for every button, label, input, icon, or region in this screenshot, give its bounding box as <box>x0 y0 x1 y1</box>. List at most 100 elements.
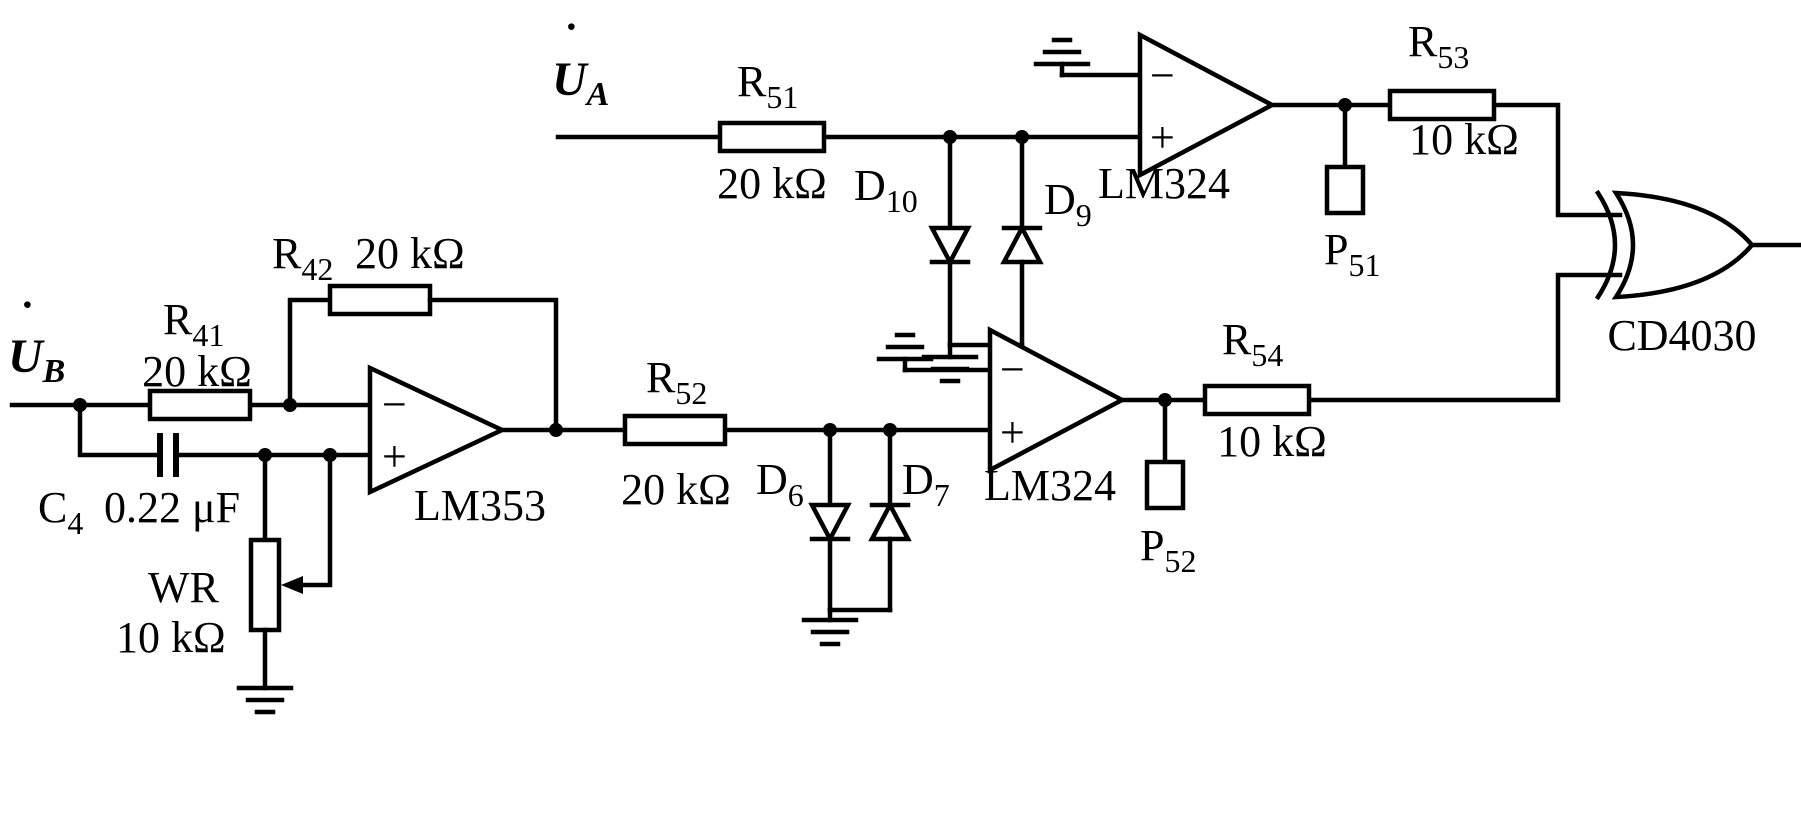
opamp-a-body <box>1137 31 1277 179</box>
resistor-r41: R41 20 kΩ <box>142 295 253 422</box>
lm353-minus-sign: − <box>382 380 407 429</box>
xor-body <box>1611 190 1755 300</box>
d7-name: D <box>902 455 934 504</box>
potentiometer-wr: WR 10 kΩ <box>116 448 337 715</box>
r41-sub: 41 <box>192 317 224 353</box>
resistor-r54: R54 10 kΩ <box>1202 315 1327 466</box>
r42-sub: 42 <box>301 251 333 287</box>
wr-wiper-arrow <box>281 576 303 594</box>
opamp-b-plus-sign: + <box>1000 408 1025 457</box>
ub-dot: ˙ <box>20 293 35 342</box>
xor-gate-cd4030: CD4030 <box>1594 189 1801 360</box>
ua-dot: ˙ <box>564 15 579 64</box>
label-lm353: LM353 <box>414 481 546 530</box>
resistor-r53: R53 10 kΩ <box>1387 17 1519 164</box>
p51-body <box>1324 164 1366 216</box>
label-ua: UA <box>552 53 609 113</box>
feedback-r42: R42 20 kΩ <box>272 229 559 433</box>
r41-body <box>147 388 253 422</box>
wr-wiper-wire <box>296 452 333 588</box>
label-r41-value: 20 kΩ <box>142 347 252 396</box>
ground-opamp-a <box>1033 37 1143 78</box>
label-cd4030: CD4030 <box>1607 311 1756 360</box>
r53-body <box>1387 88 1497 122</box>
label-r51-value: 20 kΩ <box>717 159 827 208</box>
connector-p52: P52 <box>1140 397 1196 579</box>
lm353-body <box>367 364 508 496</box>
connector-p51: P51 <box>1324 102 1380 283</box>
label-r52-value: 20 kΩ <box>621 465 731 514</box>
d6-name: D <box>756 455 788 504</box>
ub-name: U <box>8 330 45 383</box>
r52-sub: 52 <box>675 375 707 411</box>
c4-sub: 4 <box>67 505 83 541</box>
r54-body <box>1202 383 1312 417</box>
r52-body <box>622 413 728 447</box>
p52-body <box>1144 459 1186 511</box>
p51-name: P <box>1324 225 1348 274</box>
wire-feedback-left <box>287 297 333 408</box>
diode-d6: D6 <box>756 427 852 613</box>
r42-body <box>327 283 433 317</box>
label-r54: R54 <box>1222 315 1283 373</box>
label-d10: D10 <box>854 161 918 219</box>
label-r52: R52 <box>646 353 707 411</box>
opamp-lm353: − + LM353 <box>367 364 546 530</box>
ua-sub: A <box>585 76 610 113</box>
r41-name: R <box>163 295 193 344</box>
source-label-ub: ˙ UB <box>8 293 65 390</box>
label-p52: P52 <box>1140 521 1196 579</box>
diode-d9: D9 <box>1000 134 1092 348</box>
r51-body <box>717 120 827 154</box>
d10-triangle <box>928 225 972 267</box>
diode-d7: D7 <box>868 427 950 613</box>
label-r51: R51 <box>737 57 798 115</box>
p51-sub: 51 <box>1348 247 1380 283</box>
label-d7: D7 <box>902 455 950 513</box>
p52-sub: 52 <box>1164 543 1196 579</box>
lm353-plus-sign: + <box>382 432 407 481</box>
label-r53-value: 10 kΩ <box>1409 115 1519 164</box>
d9-sub: 9 <box>1076 197 1092 233</box>
d7-sub: 7 <box>934 477 950 513</box>
d6-triangle <box>808 502 852 544</box>
opamp-lm324-top: − + LM324 <box>1098 31 1277 208</box>
ground-clamp-bottom <box>801 607 893 647</box>
label-r41: R41 <box>163 295 224 353</box>
source-label-ua: ˙ UA <box>552 15 609 113</box>
wire-feedback-right <box>427 297 559 433</box>
r51-name: R <box>737 57 767 106</box>
label-p51: P51 <box>1324 225 1380 283</box>
label-r54-value: 10 kΩ <box>1217 417 1327 466</box>
xor-input-arc <box>1594 189 1618 301</box>
opamp-a-minus-sign: − <box>1150 51 1175 100</box>
d6-sub: 6 <box>788 477 804 513</box>
r53-name: R <box>1408 17 1438 66</box>
label-d9: D9 <box>1044 175 1092 233</box>
r42-name: R <box>272 229 302 278</box>
wire-r53-to-xor <box>1491 102 1623 218</box>
junction-dot <box>549 423 563 437</box>
label-wr: WR <box>148 563 220 612</box>
label-wr-value: 10 kΩ <box>116 613 226 662</box>
opamp-b-body <box>987 326 1127 474</box>
wire-r54-to-xor <box>1306 272 1623 403</box>
ground-opamp-b <box>876 332 993 373</box>
r53-sub: 53 <box>1437 39 1469 75</box>
label-opamp-b: LM324 <box>984 461 1116 510</box>
label-d6: D6 <box>756 455 804 513</box>
opamp-a-plus-sign: + <box>1150 113 1175 162</box>
label-r42-value: 20 kΩ <box>355 229 465 278</box>
resistor-r51: R51 20 kΩ <box>717 57 827 208</box>
label-r53: R53 <box>1408 17 1469 75</box>
label-c4: C4 <box>38 483 83 541</box>
r54-name: R <box>1222 315 1252 364</box>
diode-d10: D10 <box>854 134 972 348</box>
resistor-r52: R52 20 kΩ <box>621 353 731 514</box>
opamp-lm324-bottom: − + LM324 <box>984 326 1127 510</box>
p52-name: P <box>1140 521 1164 570</box>
d10-sub: 10 <box>886 183 918 219</box>
